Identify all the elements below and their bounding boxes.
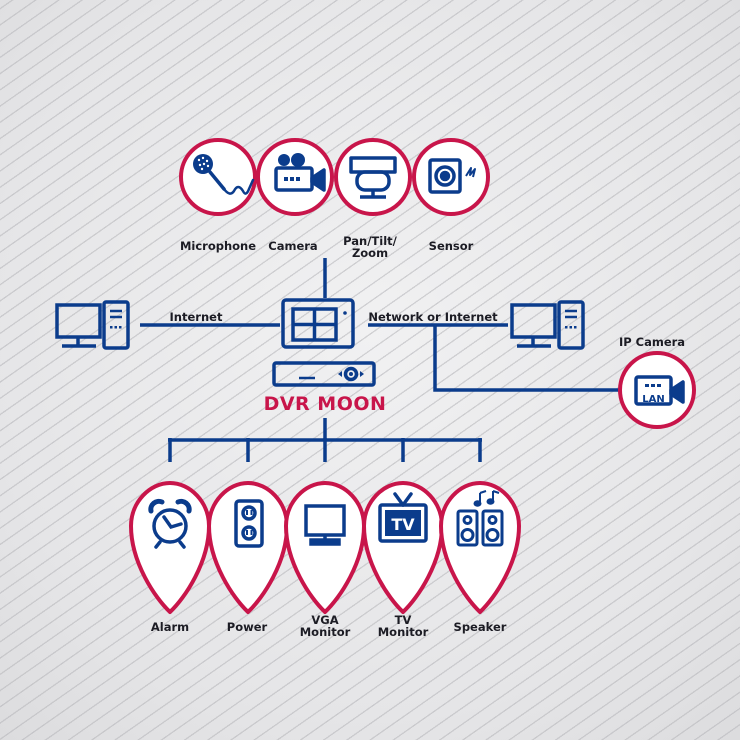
network-computer-icon	[510, 300, 585, 350]
dvr-title: DVR MOON	[263, 393, 387, 415]
speaker-teardrop	[439, 481, 521, 614]
input-label-sensor: Sensor	[428, 239, 474, 253]
alarm-clock-icon	[148, 498, 192, 549]
dvr-display-icon	[281, 298, 355, 349]
power-outlet-icon	[234, 499, 264, 548]
output-label-tv: TV Monitor	[377, 613, 429, 639]
vga-teardrop	[284, 481, 366, 614]
output-label-alarm: Alarm	[150, 620, 190, 634]
sensor-circle	[412, 138, 490, 216]
ip-camera-icon: LAN	[634, 375, 685, 406]
tv-screen-label: TV	[391, 515, 415, 534]
vga-monitor-icon	[304, 504, 346, 546]
microphone-icon	[193, 154, 255, 195]
input-label-camera: Camera	[268, 239, 318, 253]
dvr-recorder-icon	[272, 361, 376, 387]
ip-camera-link-line	[433, 325, 620, 392]
video-camera-icon	[274, 153, 326, 192]
network-label: Network or Internet	[368, 310, 498, 324]
ptz-camera-icon	[349, 156, 397, 199]
input-label-microphone: Microphone	[179, 239, 257, 253]
ip-camera-circle	[618, 351, 696, 429]
output-label-speaker: Speaker	[453, 620, 507, 634]
speaker-icon	[456, 490, 504, 547]
sensor-icon	[428, 158, 476, 194]
camera-circle	[256, 138, 334, 216]
ip-camera-label: IP Camera	[618, 335, 686, 349]
input-label-ptz: Pan/Tilt/ Zoom	[343, 234, 397, 260]
ptz-circle	[334, 138, 412, 216]
tv-icon: TV	[378, 492, 428, 543]
output-label-vga: VGA Monitor	[299, 613, 351, 639]
lan-label: LAN	[642, 394, 664, 405]
tv-teardrop	[362, 481, 444, 614]
microphone-circle	[179, 138, 257, 216]
internet-label: Internet	[169, 310, 223, 324]
output-label-power: Power	[226, 620, 268, 634]
alarm-teardrop	[129, 481, 211, 614]
internet-computer-icon	[55, 300, 130, 350]
